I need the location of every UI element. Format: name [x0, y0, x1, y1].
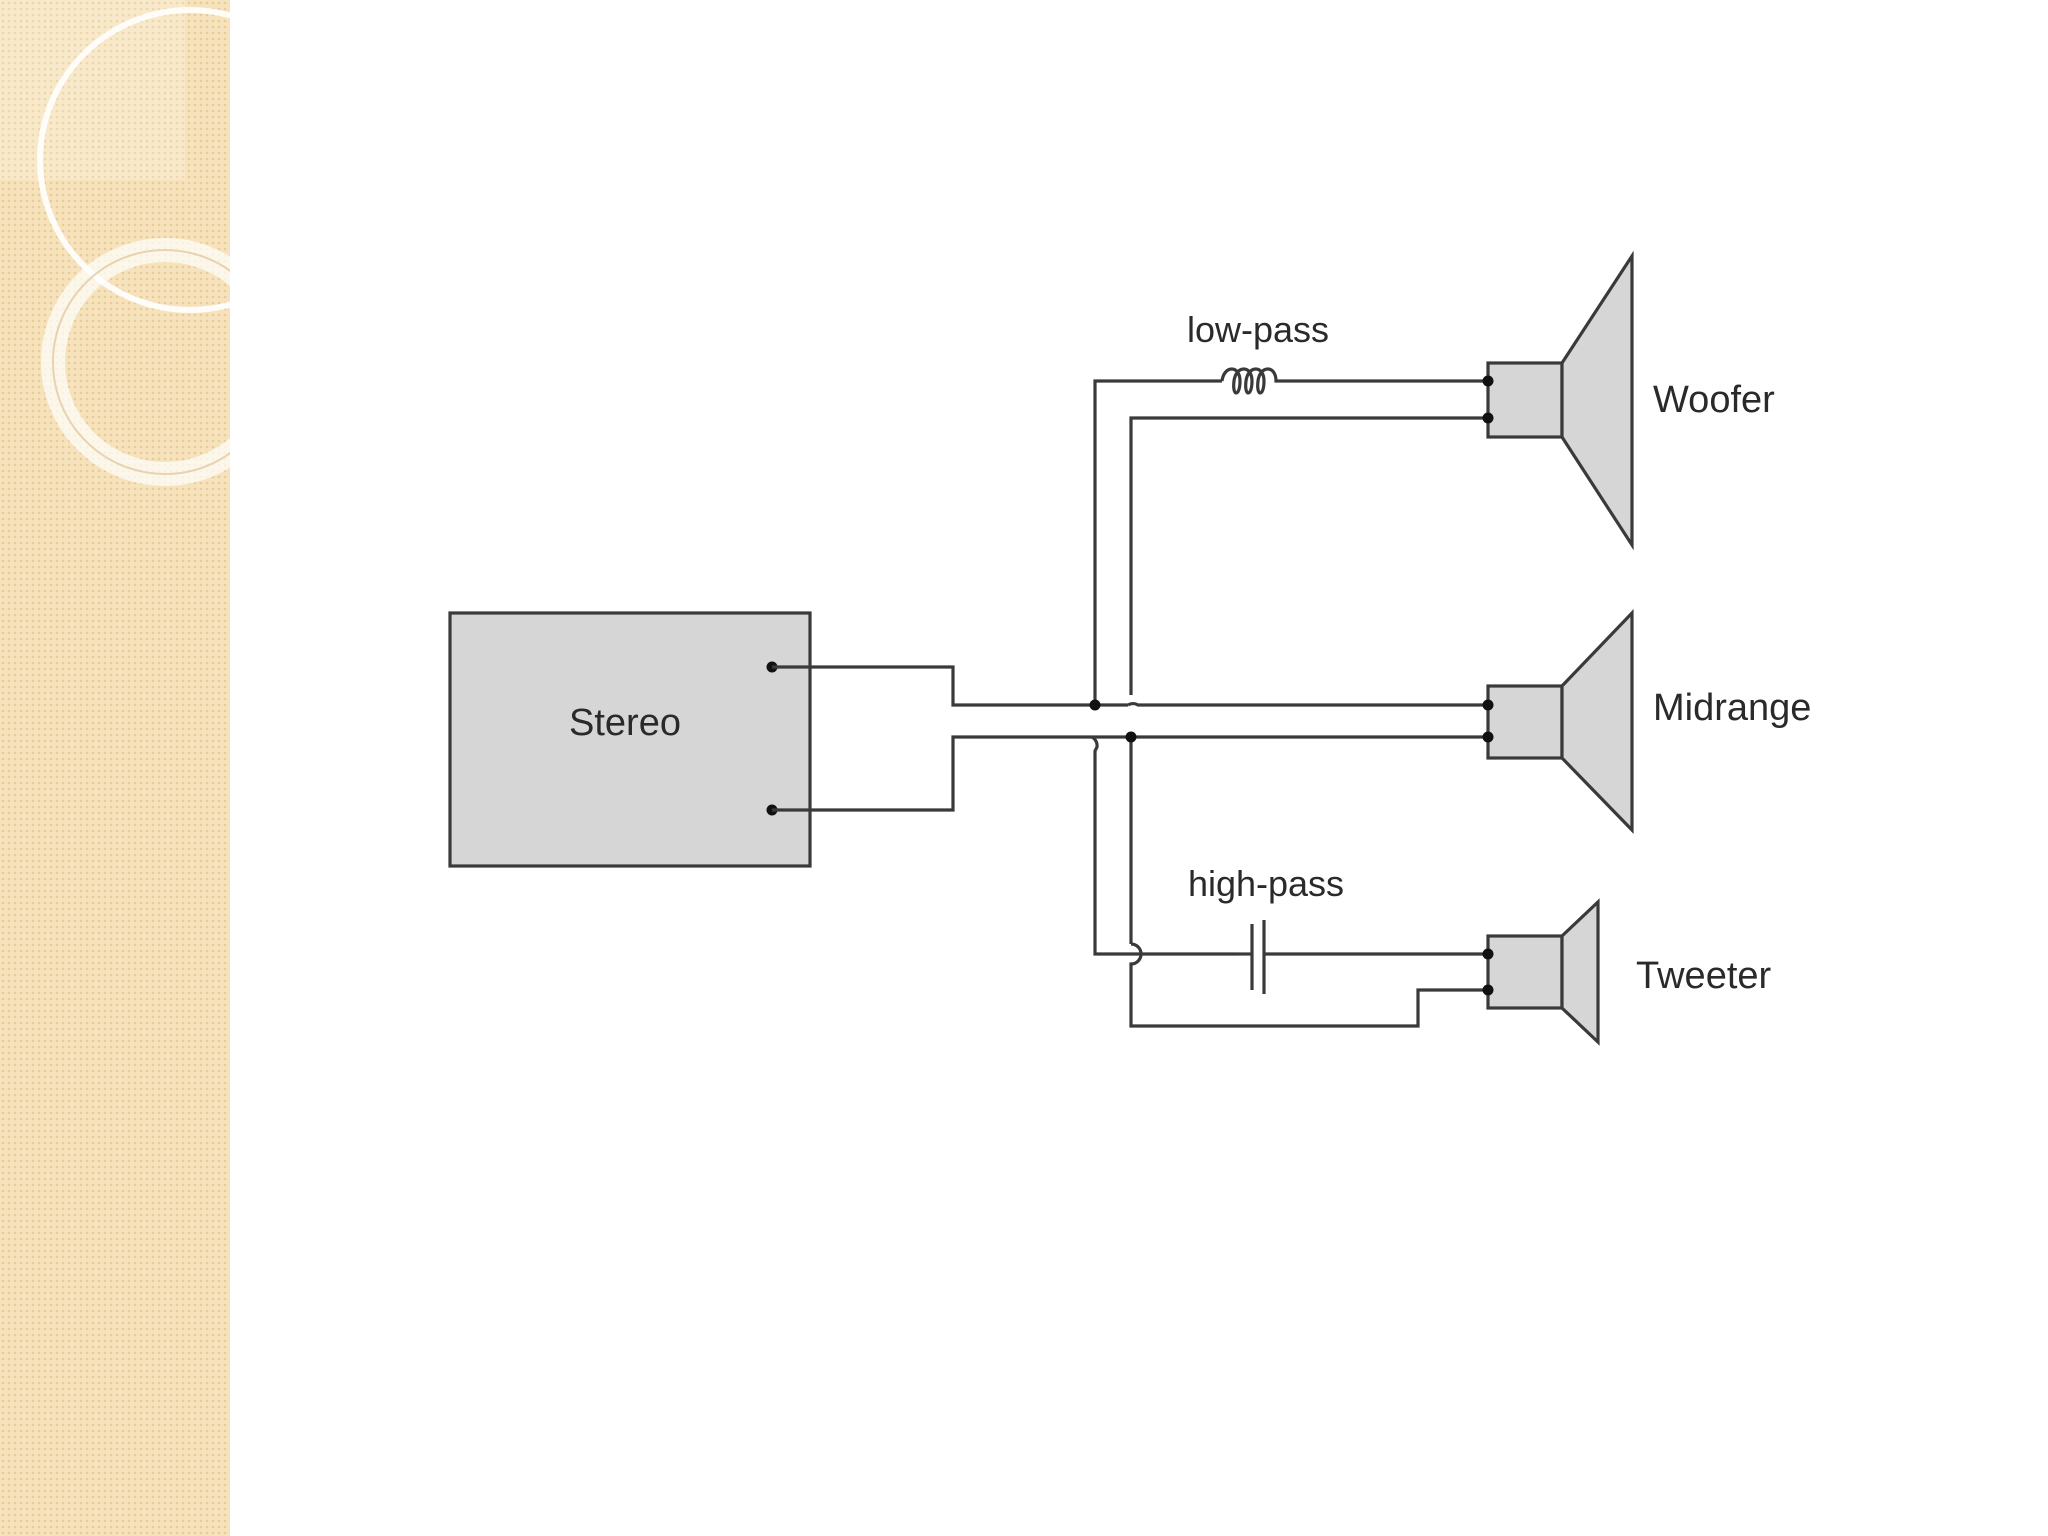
- midrange-speaker-icon: [1482, 609, 1634, 834]
- bus-b-upper: [1129, 416, 1488, 695]
- woofer-speaker-icon: [1482, 250, 1634, 551]
- wire-stereo-a: [772, 665, 1095, 707]
- decorative-side-panel: [0, 0, 230, 1536]
- junction-b: [1125, 731, 1137, 743]
- bus-a-upper: [1093, 379, 1217, 705]
- tweeter-label: Tweeter: [1636, 955, 1772, 997]
- bus-b-lower-b: [1129, 942, 1488, 1028]
- wire-midrange-a: [1127, 702, 1488, 707]
- inductor-icon: [1220, 367, 1310, 395]
- midrange-label: Midrange: [1653, 687, 1811, 729]
- high-pass-label: high-pass: [1188, 863, 1344, 904]
- wire-stereo-b: [772, 735, 1092, 812]
- junction-a: [1089, 699, 1101, 711]
- woofer-label: Woofer: [1653, 379, 1775, 421]
- stereo-box: [448, 611, 812, 868]
- low-pass-label: low-pass: [1187, 309, 1329, 350]
- tweeter-speaker-icon: [1482, 898, 1600, 1046]
- rings-ornament-icon: [0, 0, 230, 1536]
- bus-a-lower: [1091, 735, 1238, 956]
- stereo-label: Stereo: [569, 702, 681, 744]
